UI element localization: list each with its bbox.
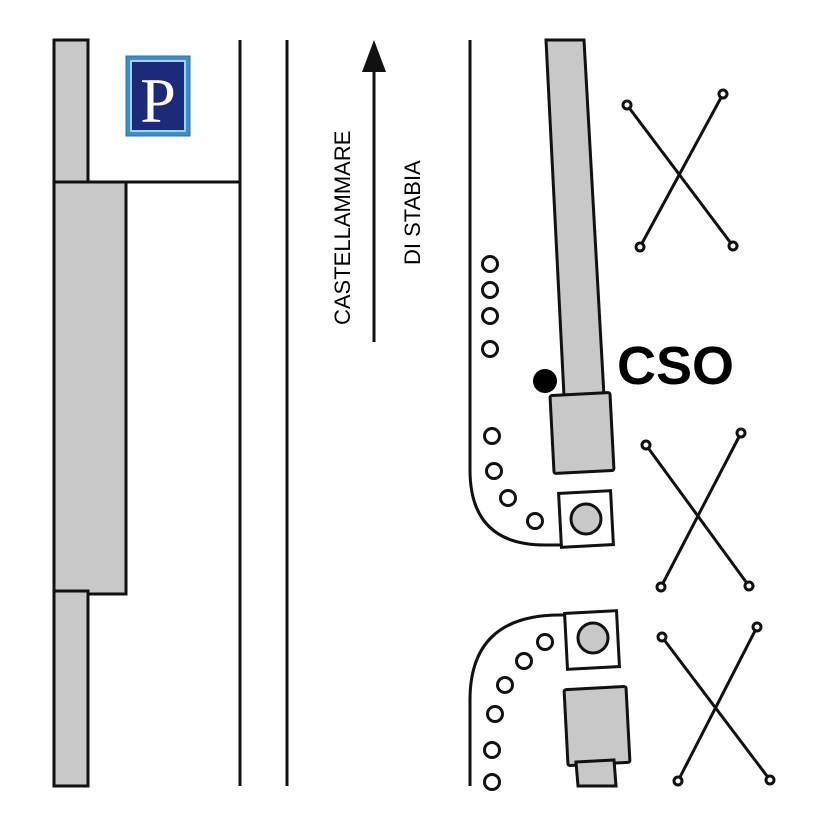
chamber-lower [562, 685, 632, 767]
cross-marker-3 [656, 621, 776, 787]
outfall-point-marker [533, 369, 557, 393]
curb-lower [468, 613, 568, 786]
manhole-lower [562, 609, 622, 671]
direction-label-di-stabia: DI STABIA [400, 160, 425, 265]
cso-label: CSO [617, 336, 734, 396]
parking-area [88, 40, 242, 786]
arrow-up-icon [362, 40, 386, 342]
cross-marker-2 [640, 427, 755, 593]
curb-upper [468, 40, 560, 547]
cso-chamber [548, 391, 616, 475]
bollards-upper [481, 255, 544, 530]
left-road-strip [52, 38, 128, 788]
parking-sign-label: P [140, 65, 176, 136]
manhole-upper [557, 489, 615, 549]
direction-label-castellammare: CASTELLAMMARE [330, 131, 355, 325]
parking-sign-icon: P [125, 55, 191, 137]
cross-marker-1 [621, 88, 739, 253]
pipeline-upper [544, 38, 606, 398]
pipeline-lower [574, 758, 618, 788]
bollards-lower [483, 633, 554, 791]
